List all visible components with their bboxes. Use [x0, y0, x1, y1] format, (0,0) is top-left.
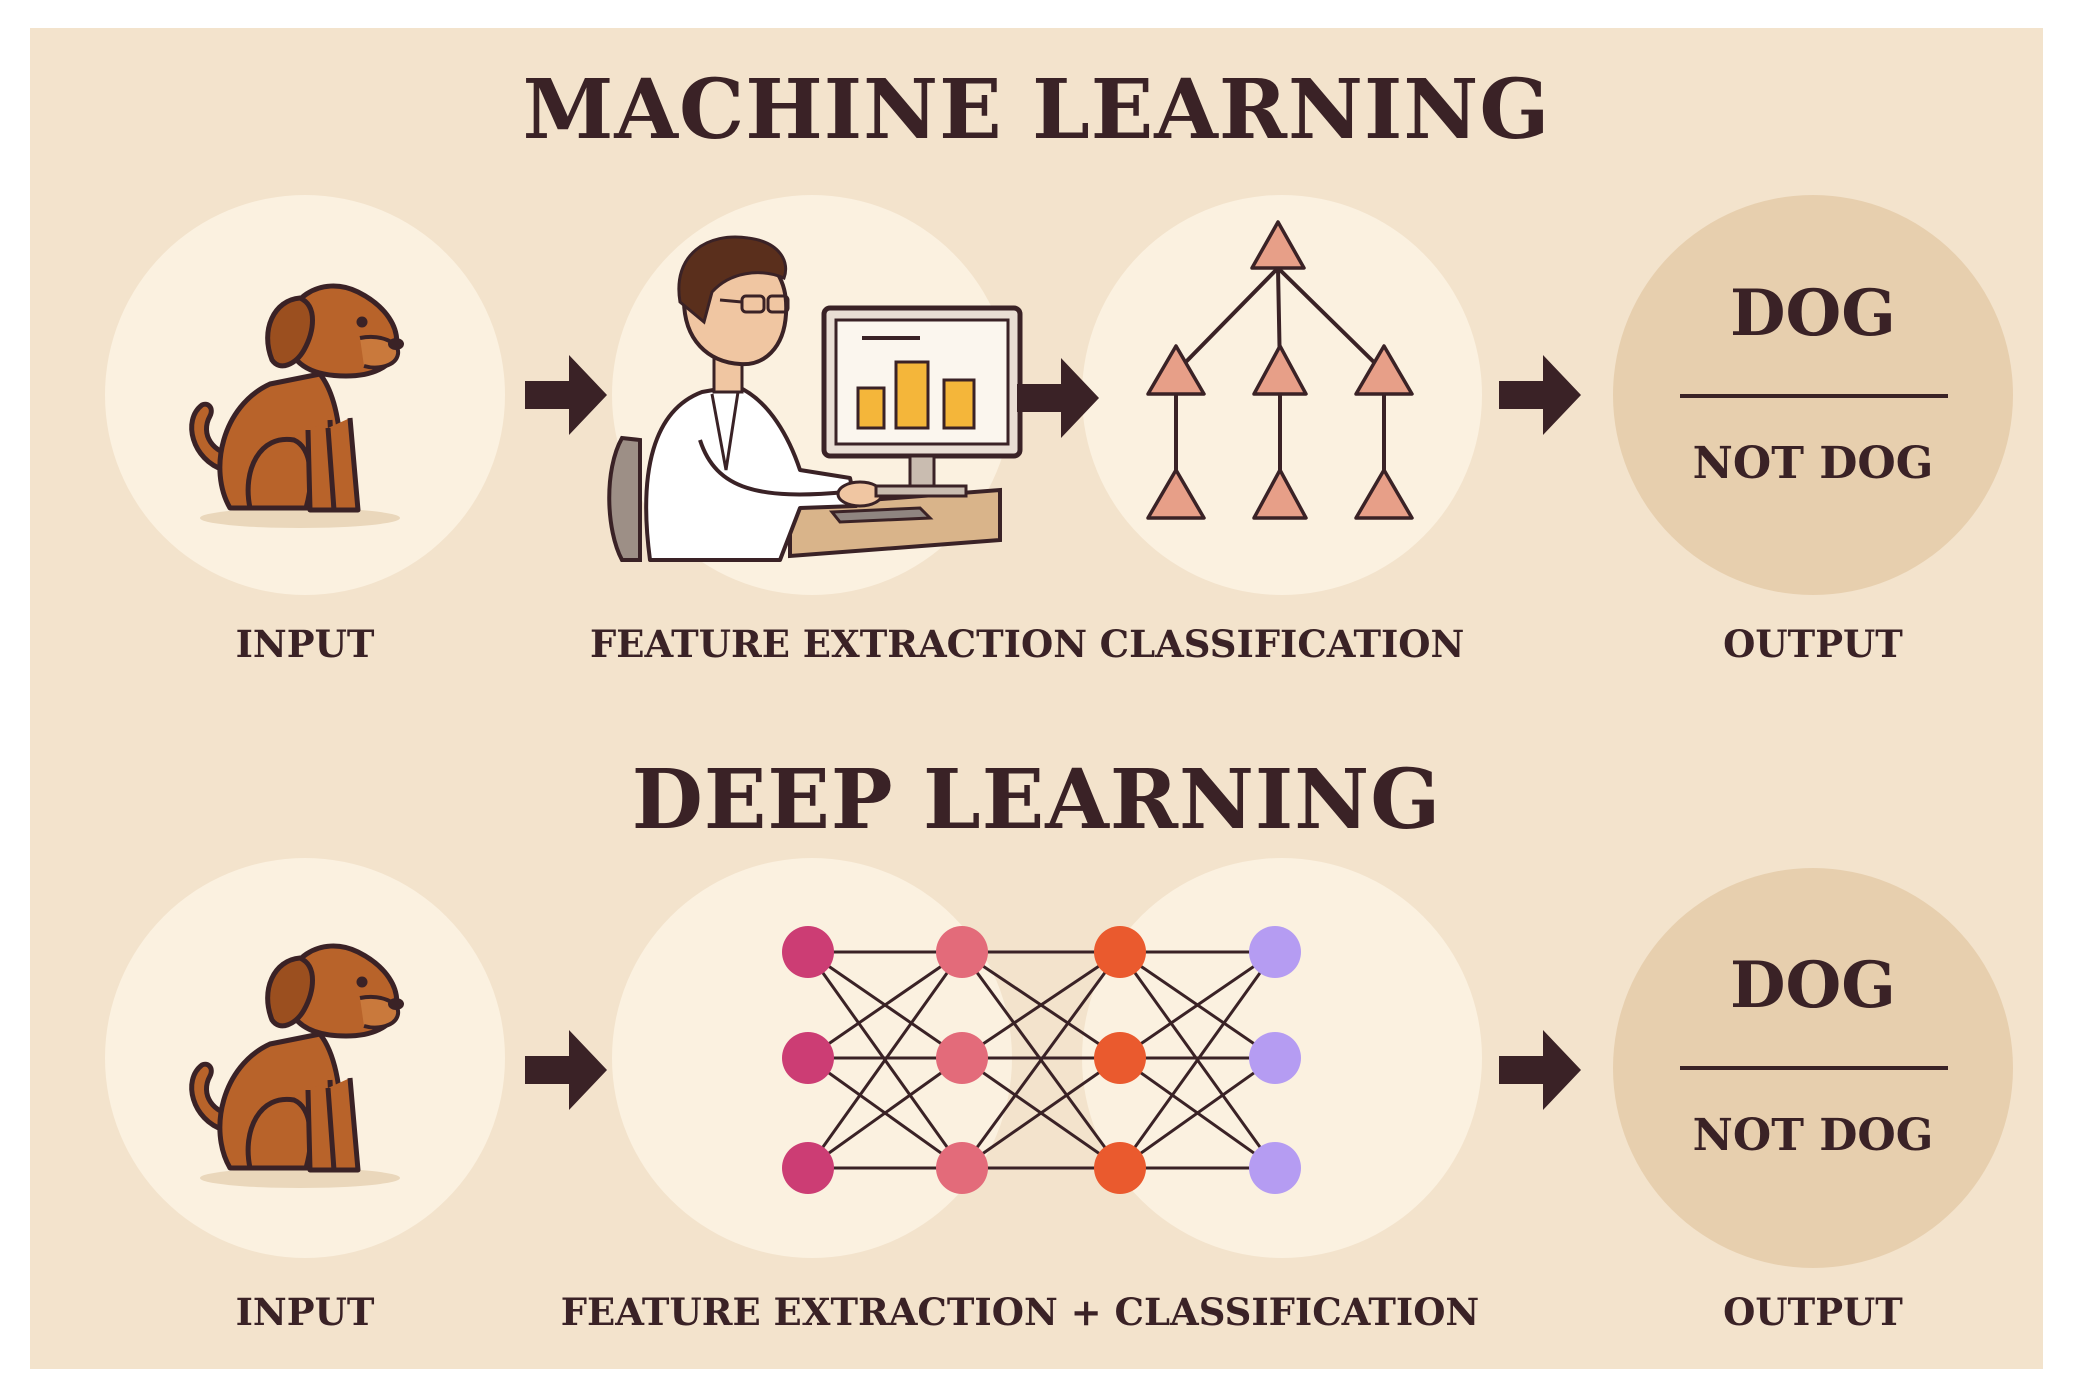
ml-step-classification: CLASSIFICATION — [1099, 622, 1465, 666]
nn-node — [782, 926, 834, 978]
nn-node — [1094, 1142, 1146, 1194]
nn-node — [1249, 926, 1301, 978]
arrow-right-icon — [525, 355, 607, 435]
nn-node — [936, 926, 988, 978]
ml-step-feature-extraction: FEATURE EXTRACTION — [590, 622, 1088, 666]
machine-learning-title: MACHINE LEARNING — [522, 62, 1551, 158]
dl-step-input: INPUT — [235, 1290, 375, 1334]
nn-connection — [807, 950, 963, 1060]
arrow-right-icon — [1499, 1030, 1581, 1110]
decision-tree-icon — [1146, 220, 1414, 520]
dl-output-dog: DOG — [1730, 948, 1896, 1023]
nn-connection — [1119, 950, 1276, 1060]
nn-node — [1249, 1032, 1301, 1084]
ml-step-output: OUTPUT — [1723, 622, 1903, 666]
nn-connection — [1119, 1056, 1276, 1170]
nn-node — [1249, 1142, 1301, 1194]
arrow-right-icon — [1499, 355, 1581, 435]
dl-step-output: OUTPUT — [1723, 1290, 1903, 1334]
dl-output-not-dog: NOT DOG — [1692, 1110, 1934, 1161]
neural-network-icon — [782, 926, 1301, 1194]
nn-node — [782, 1142, 834, 1194]
nn-node — [936, 1032, 988, 1084]
scientist-at-computer-icon — [607, 235, 1023, 562]
nn-node — [936, 1142, 988, 1194]
nn-node — [1094, 926, 1146, 978]
ml-output-not-dog: NOT DOG — [1692, 438, 1934, 489]
nn-node — [1094, 1032, 1146, 1084]
nn-connection — [1118, 951, 1277, 1169]
nn-connection — [961, 950, 1121, 1060]
dl-step-feature-extraction-classification: FEATURE EXTRACTION + CLASSIFICATION — [560, 1290, 1480, 1334]
nn-connection — [806, 951, 964, 1169]
nn-connection — [961, 1056, 1121, 1170]
nn-connection — [807, 1056, 963, 1170]
nn-node — [782, 1032, 834, 1084]
arrow-right-icon — [525, 1030, 607, 1110]
ml-output-dog: DOG — [1730, 276, 1896, 351]
ml-step-input: INPUT — [235, 622, 375, 666]
nn-connection — [960, 951, 1122, 1169]
deep-learning-title: DEEP LEARNING — [631, 752, 1442, 848]
